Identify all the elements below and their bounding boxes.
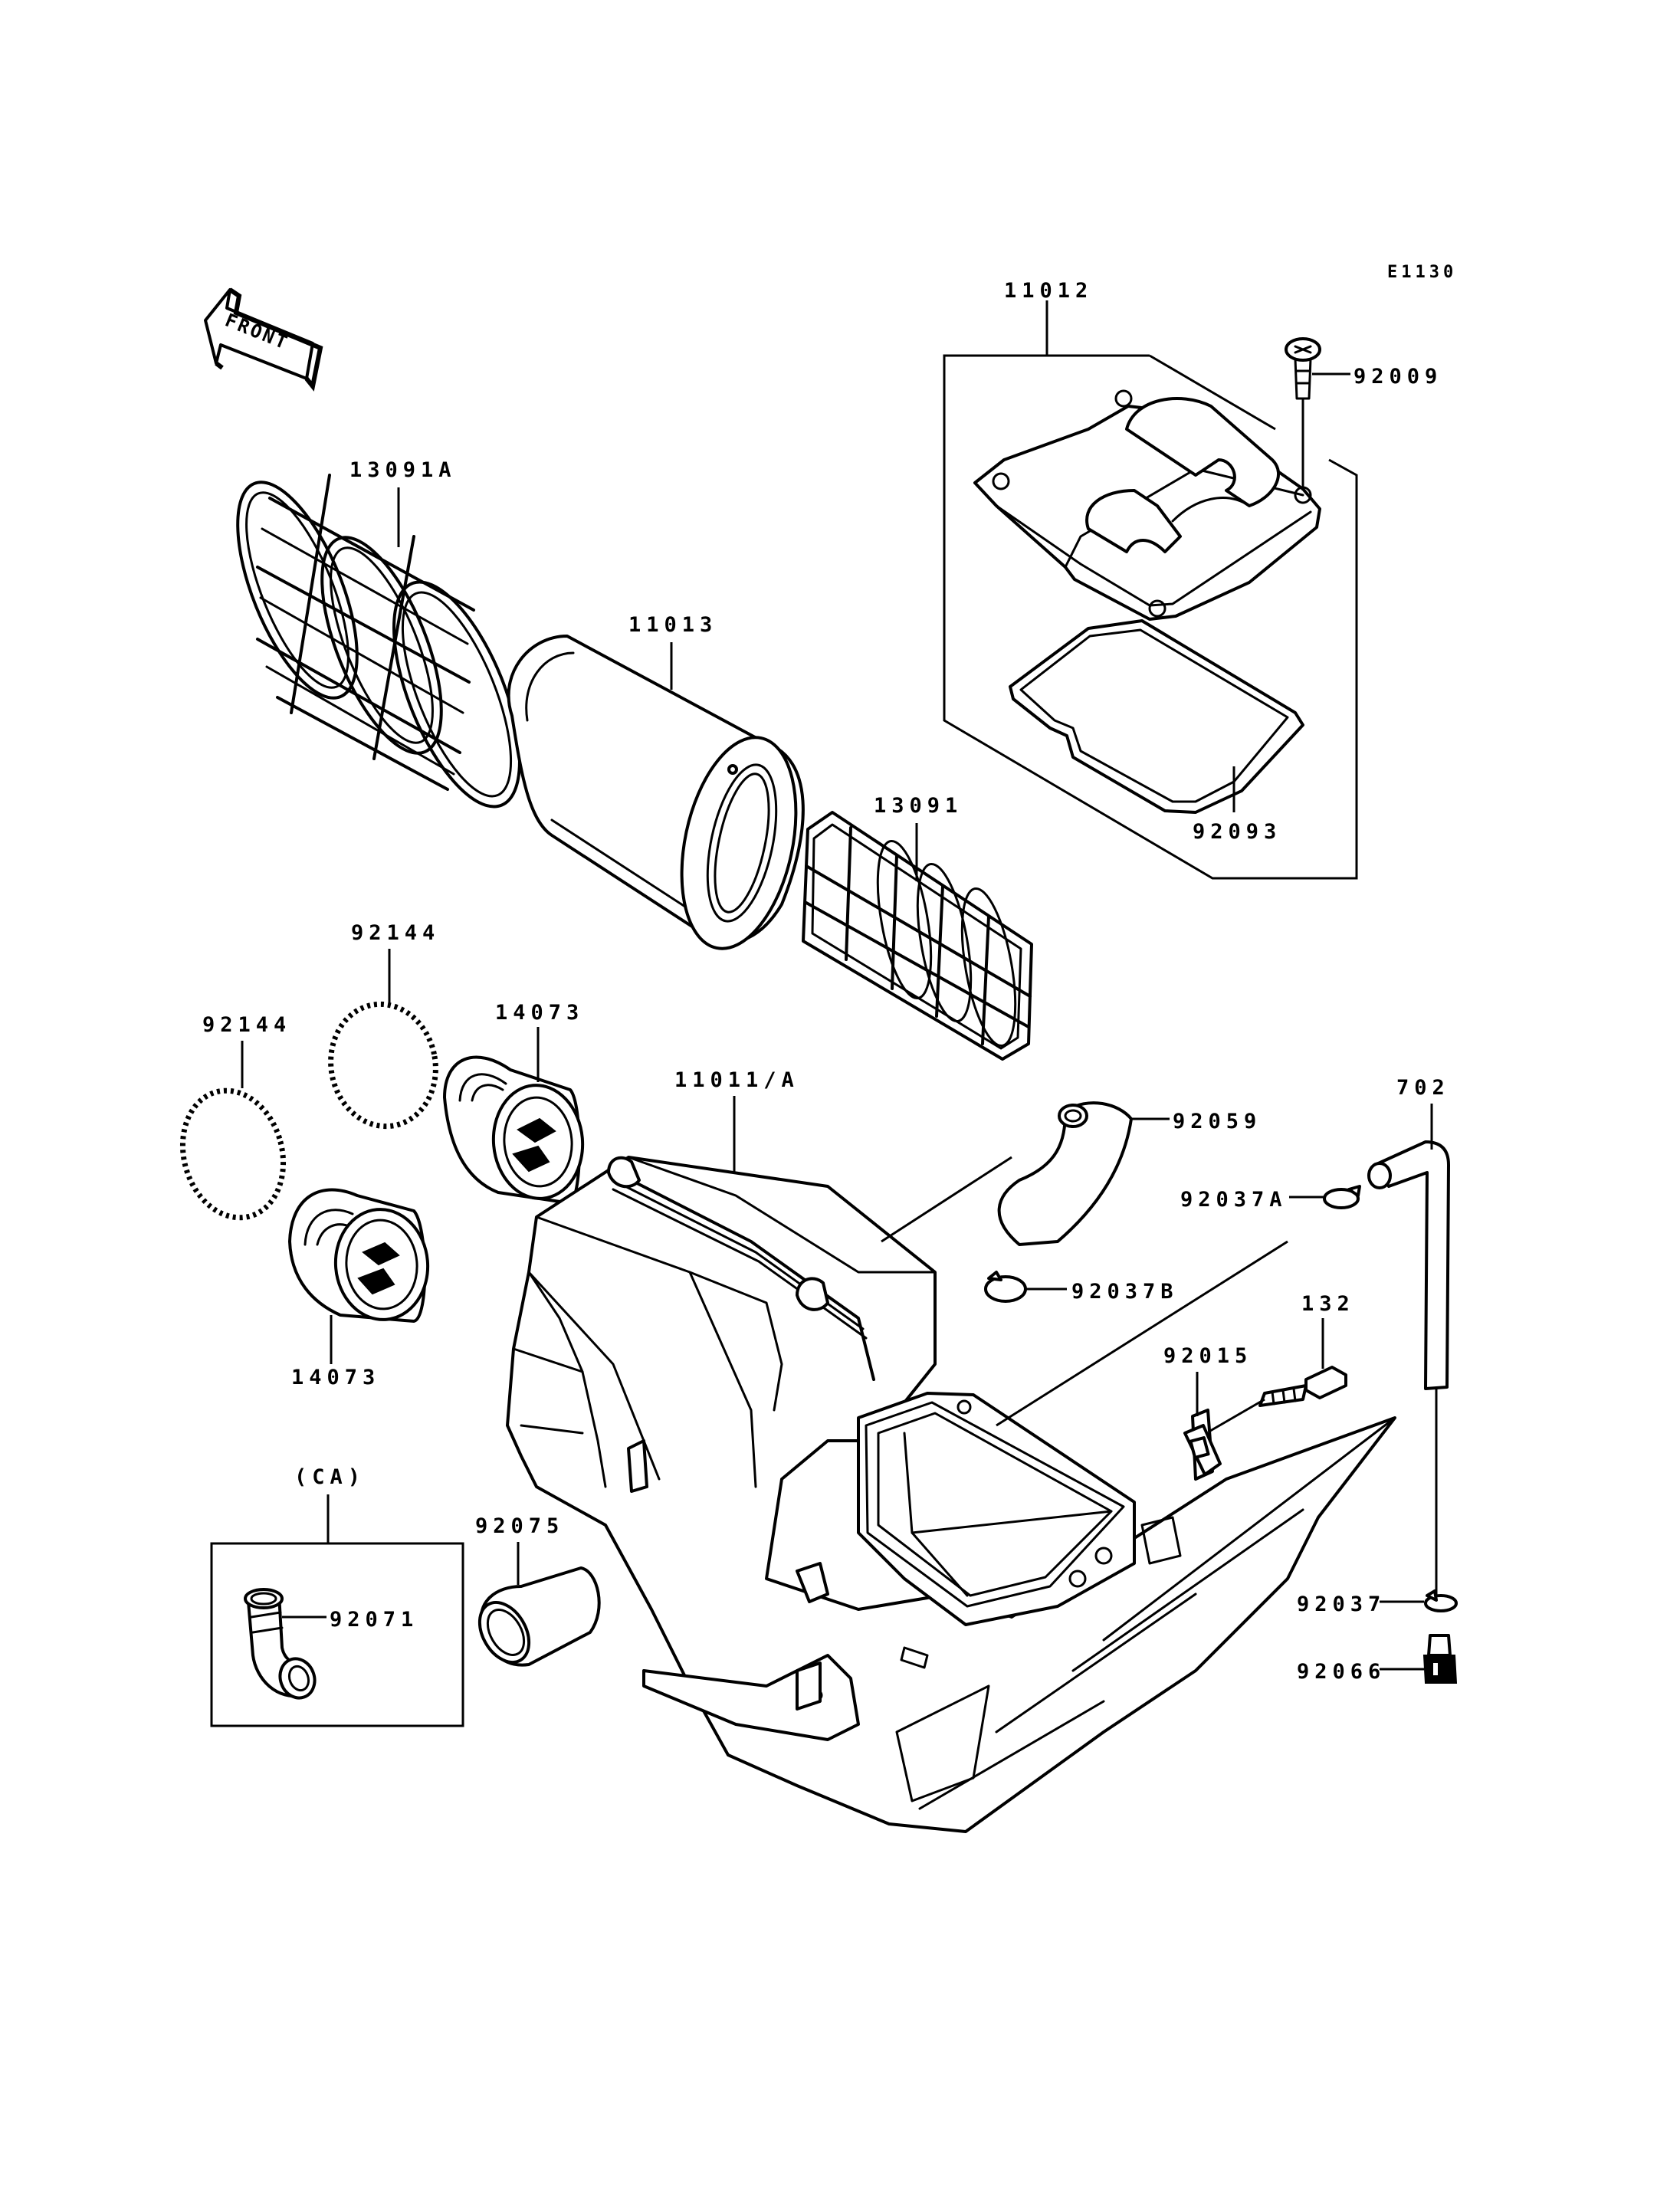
clip-92037A: [1323, 1185, 1361, 1209]
callout-132: 132: [1301, 1292, 1355, 1316]
air-cleaner-case-11011A: [506, 1156, 1396, 1833]
screw-92009: [1285, 337, 1321, 490]
hose-702: [1367, 1140, 1450, 1390]
bracket-92015: [1183, 1409, 1222, 1481]
callout-702: 702: [1396, 1076, 1450, 1100]
cover-assembly-group: 11012 92009: [943, 279, 1442, 880]
duct-14073-lower: [288, 1188, 430, 1323]
callout-92037A: 92037A: [1180, 1188, 1288, 1212]
callout-92144-upper: 92144: [351, 921, 440, 945]
callout-13091A: 13091A: [349, 458, 457, 482]
ca-variant-box: (CA) 92071: [210, 1465, 464, 1727]
clip-92037B: [984, 1271, 1027, 1303]
screen-13091A: [236, 474, 521, 809]
clamp-92144-upper: [328, 1001, 438, 1130]
elbow-92071: [244, 1588, 317, 1700]
callout-11013: 11013: [628, 613, 717, 637]
air-cleaner-cover: [973, 389, 1321, 621]
callout-14073-upper: 14073: [495, 1001, 584, 1025]
callout-92075: 92075: [475, 1514, 564, 1538]
callout-92059: 92059: [1173, 1110, 1262, 1133]
callout-11011A: 11011/A: [674, 1068, 799, 1092]
screen-13091: [802, 811, 1033, 1061]
front-arrow-icon: FRONT: [204, 287, 323, 392]
callout-92093: 92093: [1193, 820, 1281, 844]
ca-label: (CA): [294, 1465, 366, 1489]
callout-92071: 92071: [330, 1608, 418, 1632]
element-11013: [507, 635, 805, 950]
callout-92144-left: 92144: [202, 1013, 291, 1037]
callout-92037B: 92037B: [1071, 1280, 1179, 1304]
diagram-code: E1130: [1387, 263, 1457, 282]
clip-92037: [1424, 1589, 1458, 1612]
callout-13091: 13091: [874, 794, 963, 818]
callout-11012: 11012: [1004, 279, 1093, 303]
plug-92066: [1422, 1634, 1458, 1684]
callout-92037: 92037: [1297, 1593, 1386, 1616]
callout-14073-lower: 14073: [291, 1366, 380, 1389]
callout-92009: 92009: [1354, 365, 1442, 389]
gasket-92093: [1009, 619, 1304, 814]
bolt-132: [1258, 1366, 1347, 1407]
tube-92075: [477, 1566, 601, 1667]
callout-92066: 92066: [1297, 1660, 1386, 1684]
hose-92059: [997, 1101, 1133, 1246]
duct-14073-upper: [443, 1055, 585, 1205]
clamp-92144-left: [179, 1087, 287, 1221]
callout-92015: 92015: [1163, 1344, 1252, 1368]
